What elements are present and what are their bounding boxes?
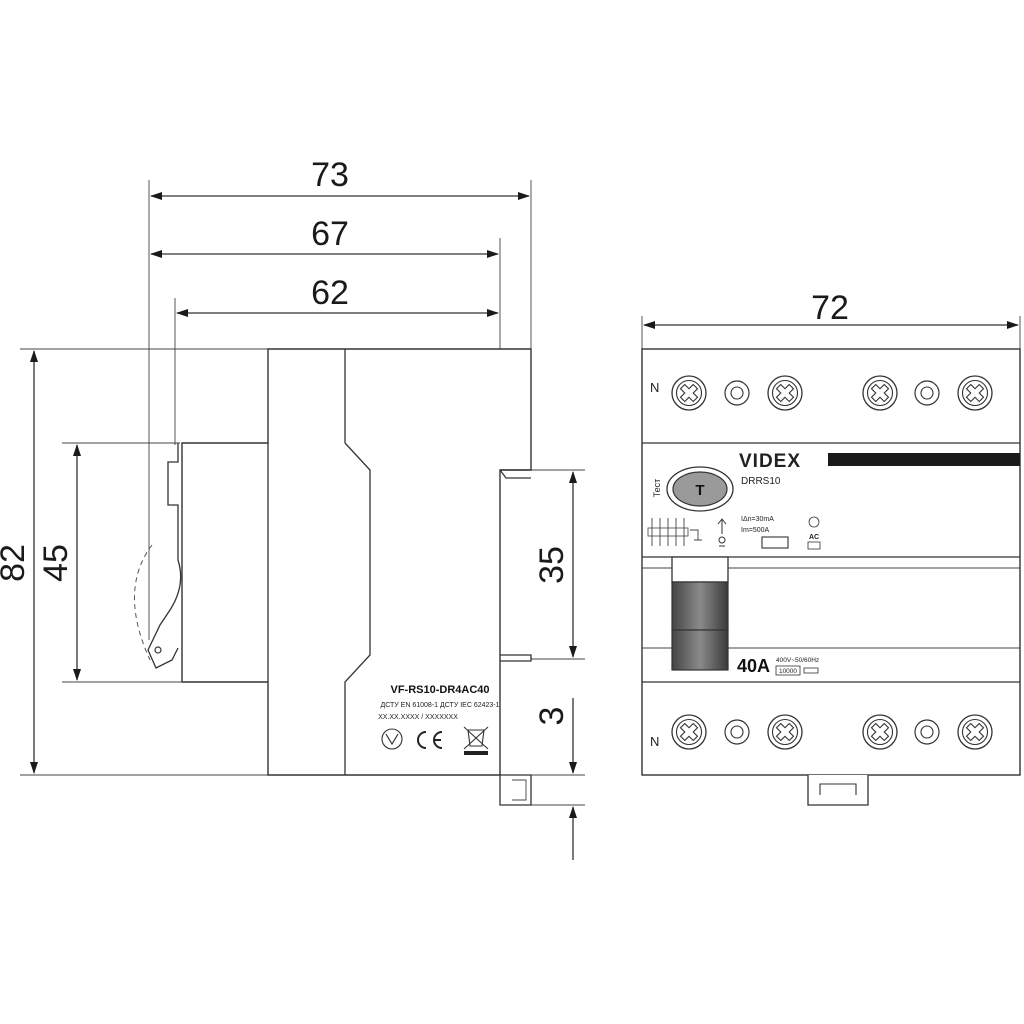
terminal-screw-icon (671, 714, 707, 750)
terminal-screw-icon (671, 375, 707, 411)
side-body-outline (181, 348, 532, 776)
weee-bin-icon (463, 726, 489, 755)
toggle-handle-lower (671, 629, 729, 671)
front-din-clip-slot (819, 783, 857, 795)
dim-text-73: 73 (311, 156, 349, 194)
rating-label: 40A (737, 656, 770, 676)
din-clip (499, 774, 532, 806)
dim-text-72: 72 (811, 289, 849, 327)
side-handle (147, 443, 182, 669)
terminal-ring-icon (914, 719, 940, 745)
dim-text-67: 67 (311, 215, 349, 253)
toggle-handle[interactable] (671, 581, 729, 631)
side-view: 73 67 62 82 45 35 3 VF-RS10-DR4AC40 ДСТУ… (0, 156, 585, 860)
test-label: Тест (652, 479, 662, 498)
dim-text-35: 35 (533, 546, 571, 584)
side-step-profile (344, 442, 371, 775)
dim-text-3: 3 (533, 707, 571, 726)
terminal-n-label-bottom: N (650, 734, 659, 749)
front-din-clip (807, 775, 869, 806)
terminal-screw-icon (767, 714, 803, 750)
side-clip (499, 469, 531, 479)
handle-swing-arc (134, 544, 153, 661)
side-model-label: VF-RS10-DR4AC40 (390, 684, 489, 696)
test-button[interactable] (672, 471, 728, 507)
type-label: AC (809, 534, 819, 541)
wiring-schematic-icon (647, 518, 702, 546)
ac-wave-icon (807, 541, 821, 550)
handle-pivot (154, 646, 162, 654)
terminal-screw-icon (767, 375, 803, 411)
terminal-n-label-top: N (650, 380, 659, 395)
terminal-ring-icon (914, 380, 940, 406)
terminal-screw-icon (862, 714, 898, 750)
dim-text-45: 45 (37, 544, 75, 582)
fuse-icon (803, 667, 819, 674)
breaking-capacity-label: 10000 (779, 668, 797, 675)
terminal-ring-icon (724, 380, 750, 406)
terminal-screw-icon (862, 375, 898, 411)
side-standards-label: ДСТУ EN 61008-1 ДСТУ IEC 62423-1 (380, 702, 499, 709)
handle-cap (671, 556, 729, 583)
brand-bar (828, 453, 1020, 466)
din-clip-detail (512, 779, 527, 801)
side-serial-label: XX.XX.XXXX / XXXXXXX (378, 714, 458, 721)
side-rail-slot (500, 654, 532, 662)
trip-indicator-icon (717, 518, 727, 547)
front-view: 72 N VIDEX DRRS10 Тест T (641, 289, 1021, 806)
terminal-ring-icon (724, 719, 750, 745)
series-label: DRRS10 (741, 476, 781, 487)
indicator-window (761, 536, 789, 549)
idn-label: IΔn=30mA (741, 516, 774, 523)
test-button-label: T (695, 482, 704, 499)
dim-text-62: 62 (311, 274, 349, 312)
temp-icon (808, 516, 820, 528)
breaking-capacity-box (775, 665, 801, 676)
terminal-screw-icon (957, 714, 993, 750)
terminal-screw-icon (957, 375, 993, 411)
im-label: Im=500A (741, 527, 770, 534)
certification-mark-icon (381, 728, 403, 750)
ce-mark-icon (417, 731, 443, 749)
voltage-label: 400V~50/60Hz (776, 657, 819, 664)
brand-logo: VIDEX (739, 451, 801, 472)
dim-text-82: 82 (0, 544, 32, 582)
